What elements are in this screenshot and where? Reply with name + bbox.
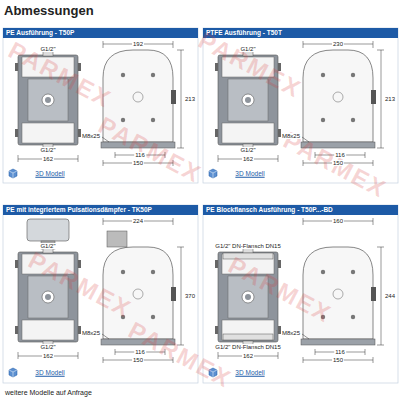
dimension-label: 150	[332, 160, 344, 166]
dimension-label: 116	[334, 152, 346, 158]
dimension-label: G1/2" DN-Flansch DN15	[214, 344, 281, 350]
dimension-label: 116	[334, 349, 346, 355]
dimension-label: M8x25	[281, 330, 301, 336]
dimension-label: 162	[242, 353, 254, 359]
dimension-label: 224	[132, 218, 144, 224]
dimension-label: G1/2"	[239, 147, 256, 153]
dimension-label: G1/2"	[39, 46, 56, 52]
dimension-label: 162	[242, 156, 254, 162]
model-link: 3D Modell	[34, 370, 65, 377]
dimension-label: 370	[184, 293, 196, 299]
dimension-label: G1/2"	[239, 46, 256, 52]
dimension-label: 116	[134, 349, 146, 355]
panel-header: PE Blockflansch Ausführung - T50P...-BD	[203, 205, 398, 215]
panel-title: PE mit integriertem Pulsationsdämpfer - …	[6, 206, 152, 213]
model-link: 3D Modell	[234, 370, 265, 377]
model-link: 3D Modell	[234, 171, 265, 178]
dimension-label: 162	[42, 353, 54, 359]
dimension-label: G1/2" DN-Flansch DN15	[214, 243, 281, 249]
dimension-label: 150	[132, 357, 144, 363]
panel-header: PTFE Ausführung - T50T	[203, 28, 398, 38]
panel-title: PE Ausführung - T50P	[6, 29, 74, 36]
footnote: weitere Modelle auf Anfrage	[4, 389, 93, 396]
dimension-label: M8x25	[81, 133, 101, 139]
dimension-label: 192	[132, 41, 144, 47]
dimension-label: G1/2"	[39, 147, 56, 153]
dimension-label: 162	[42, 156, 54, 162]
dimension-label: M8x25	[281, 133, 301, 139]
dimension-label: 160	[332, 218, 344, 224]
model-link: 3D Modell	[34, 171, 65, 178]
dimension-label: 150	[332, 357, 344, 363]
panel-header: PE mit integriertem Pulsationsdämpfer - …	[3, 205, 198, 215]
dimension-label: M8x25	[81, 330, 101, 336]
panel-header: PE Ausführung - T50P	[3, 28, 198, 38]
dimension-label: 116	[134, 152, 146, 158]
dimension-label: 213	[384, 96, 396, 102]
dimension-label: G1/2"	[39, 243, 56, 249]
dimension-label: 244	[384, 293, 396, 299]
dimension-label: G1/2"	[39, 344, 56, 350]
panel-title: PE Blockflansch Ausführung - T50P...-BD	[206, 206, 333, 213]
dimension-label: 230	[332, 41, 344, 47]
dimension-label: 150	[132, 160, 144, 166]
page-title: Abmessungen	[4, 3, 94, 18]
dimension-label: 213	[184, 96, 196, 102]
